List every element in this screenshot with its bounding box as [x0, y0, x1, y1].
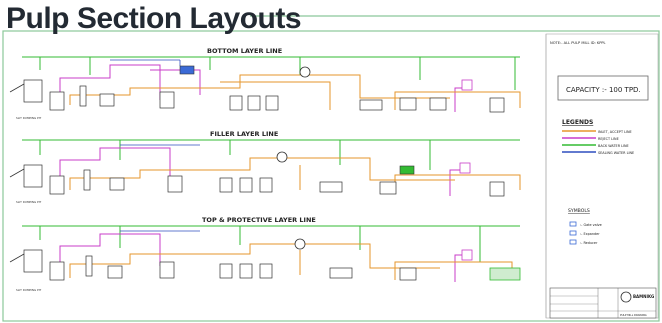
capacity-text: CAPACITY :- 100 TPD. — [566, 86, 641, 94]
symbol-label-expander: :- Expander — [580, 232, 600, 236]
title-block-frame — [549, 287, 657, 319]
title-block: BAMNIKG PULP MILL DRAWING — [549, 287, 657, 319]
thickener-tank — [259, 177, 273, 193]
drawing-title: PULP MILL DRAWING — [620, 313, 647, 317]
page-title: Pulp Section Layouts — [6, 2, 302, 35]
storage-chest — [359, 99, 383, 111]
thickener-tank — [239, 177, 253, 193]
machine-chest — [429, 97, 447, 111]
gate-valve-icon — [569, 221, 577, 227]
slotted-screen — [159, 91, 175, 109]
legend-label-sealing-water: SEALING WATER LINE — [598, 151, 634, 155]
start-label: SLIT DUMPING PIT — [16, 116, 42, 120]
reducer-icon — [569, 239, 577, 245]
slotted-screen — [159, 261, 175, 279]
thickener-tank — [259, 263, 273, 279]
reject-line — [59, 233, 161, 272]
symbol-label-gate-valve: :- Gate valve — [580, 223, 602, 227]
legends-title: LEGENDS — [562, 119, 593, 126]
dump-chest — [49, 91, 65, 111]
headbox-tank — [461, 79, 473, 91]
machine-chest — [399, 97, 417, 111]
headbox-tank — [461, 249, 473, 261]
lc-cleaner-bank — [179, 65, 195, 75]
section-heading-bottom-layer: BOTTOM LAYER LINE — [207, 47, 282, 55]
expander-icon — [569, 230, 577, 236]
filler-layer-line: SLIT DUMPING PIT — [9, 139, 521, 204]
accept-line — [69, 157, 455, 190]
headbox-tank — [489, 181, 505, 197]
deflaker — [109, 177, 125, 191]
deflaker — [99, 93, 115, 107]
machine-chest — [379, 181, 397, 195]
thickener-tank — [239, 263, 253, 279]
pulper-chute — [9, 83, 25, 93]
hd-cleaner — [85, 255, 93, 277]
hd-cleaner — [79, 85, 87, 107]
reject-line — [449, 169, 468, 196]
disc-refiner — [299, 66, 311, 78]
legend-label-back-water: BACK WATER LINE — [598, 144, 629, 148]
top-protective-layer-line: SLIT DUMPING PIT — [9, 225, 521, 292]
drawing-frame — [2, 30, 660, 322]
hydrapulper — [23, 164, 43, 188]
reject-line — [150, 69, 201, 95]
fan-pump-skid — [489, 267, 521, 281]
company-name: BAMNIKG — [633, 294, 654, 299]
section-heading-filler-layer: FILLER LAYER LINE — [210, 130, 278, 138]
symbol-label-reducer: :- Reducer — [580, 241, 598, 245]
thickener-tank — [219, 177, 233, 193]
company-logo-icon — [620, 291, 632, 303]
hd-cleaner — [83, 169, 91, 191]
dump-chest — [49, 261, 65, 281]
thickener-tank — [229, 95, 243, 111]
pulper-chute — [9, 168, 25, 178]
accept-line — [69, 74, 450, 105]
start-label: SLIT DUMPING PIT — [16, 200, 42, 204]
thickener-tank — [265, 95, 279, 111]
pulper-chute — [9, 253, 25, 263]
thickener-tank — [247, 95, 261, 111]
reject-line — [59, 147, 171, 185]
slotted-screen — [167, 175, 183, 193]
drawing-note: NOTE:- ALL PULP MILL ID: KPPL — [550, 41, 606, 45]
disc-refiner — [294, 238, 306, 250]
accept-line — [69, 243, 440, 278]
accept-line — [220, 81, 331, 110]
thickener-tank — [219, 263, 233, 279]
legend-label-inlet-accept: INLET, ACCEPT LINE — [598, 130, 632, 134]
hydrapulper — [23, 249, 43, 273]
reject-line — [59, 64, 161, 100]
capacity-box — [557, 75, 649, 101]
headbox-tank — [459, 162, 471, 174]
start-label: SLIT DUMPING PIT — [16, 288, 42, 292]
section-heading-top-protective-layer: TOP & PROTECTIVE LAYER LINE — [202, 216, 316, 224]
legend-label-reject: REJECT LINE — [598, 137, 619, 141]
deflaker — [107, 265, 123, 279]
storage-chest — [319, 181, 343, 193]
bottom-layer-line: SLIT DUMPING PIT — [9, 56, 521, 120]
machine-chest — [399, 267, 417, 281]
dump-chest — [49, 175, 65, 195]
symbols-title: SYMBOLS — [568, 208, 590, 214]
accept-line — [394, 91, 521, 110]
storage-chest — [329, 267, 353, 279]
disc-refiner — [276, 151, 288, 163]
fan-pump-skid — [399, 165, 415, 175]
hydrapulper — [23, 79, 43, 103]
headbox-tank — [489, 97, 505, 113]
